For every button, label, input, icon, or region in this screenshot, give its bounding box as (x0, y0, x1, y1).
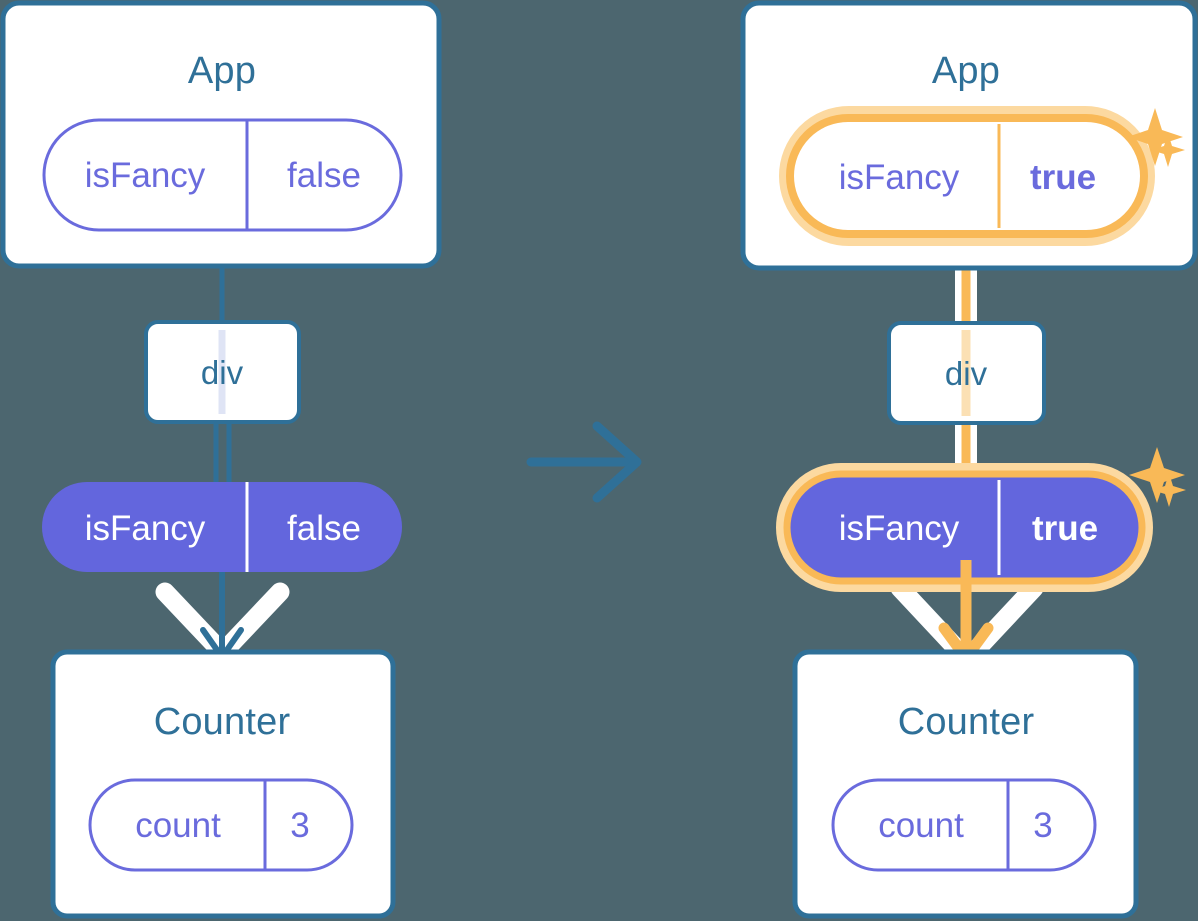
transition-arrow-right-icon (526, 421, 642, 503)
sparkle-icon-props-small (1152, 473, 1186, 507)
app-state-pill-right (779, 106, 1155, 246)
sparkle-icon-props-large (1129, 447, 1185, 503)
props-pill-left (42, 482, 402, 572)
sparkle-icon-app-large (1127, 108, 1183, 166)
counter-state-pill-left (88, 778, 354, 872)
counter-state-pill-right (831, 778, 1097, 872)
arrow-props-to-counter-left (200, 565, 244, 660)
sparkle-icon-app-small (1151, 133, 1185, 167)
panel-before (0, 0, 442, 919)
app-state-pill-left (42, 118, 403, 232)
panel-after (740, 0, 1198, 919)
